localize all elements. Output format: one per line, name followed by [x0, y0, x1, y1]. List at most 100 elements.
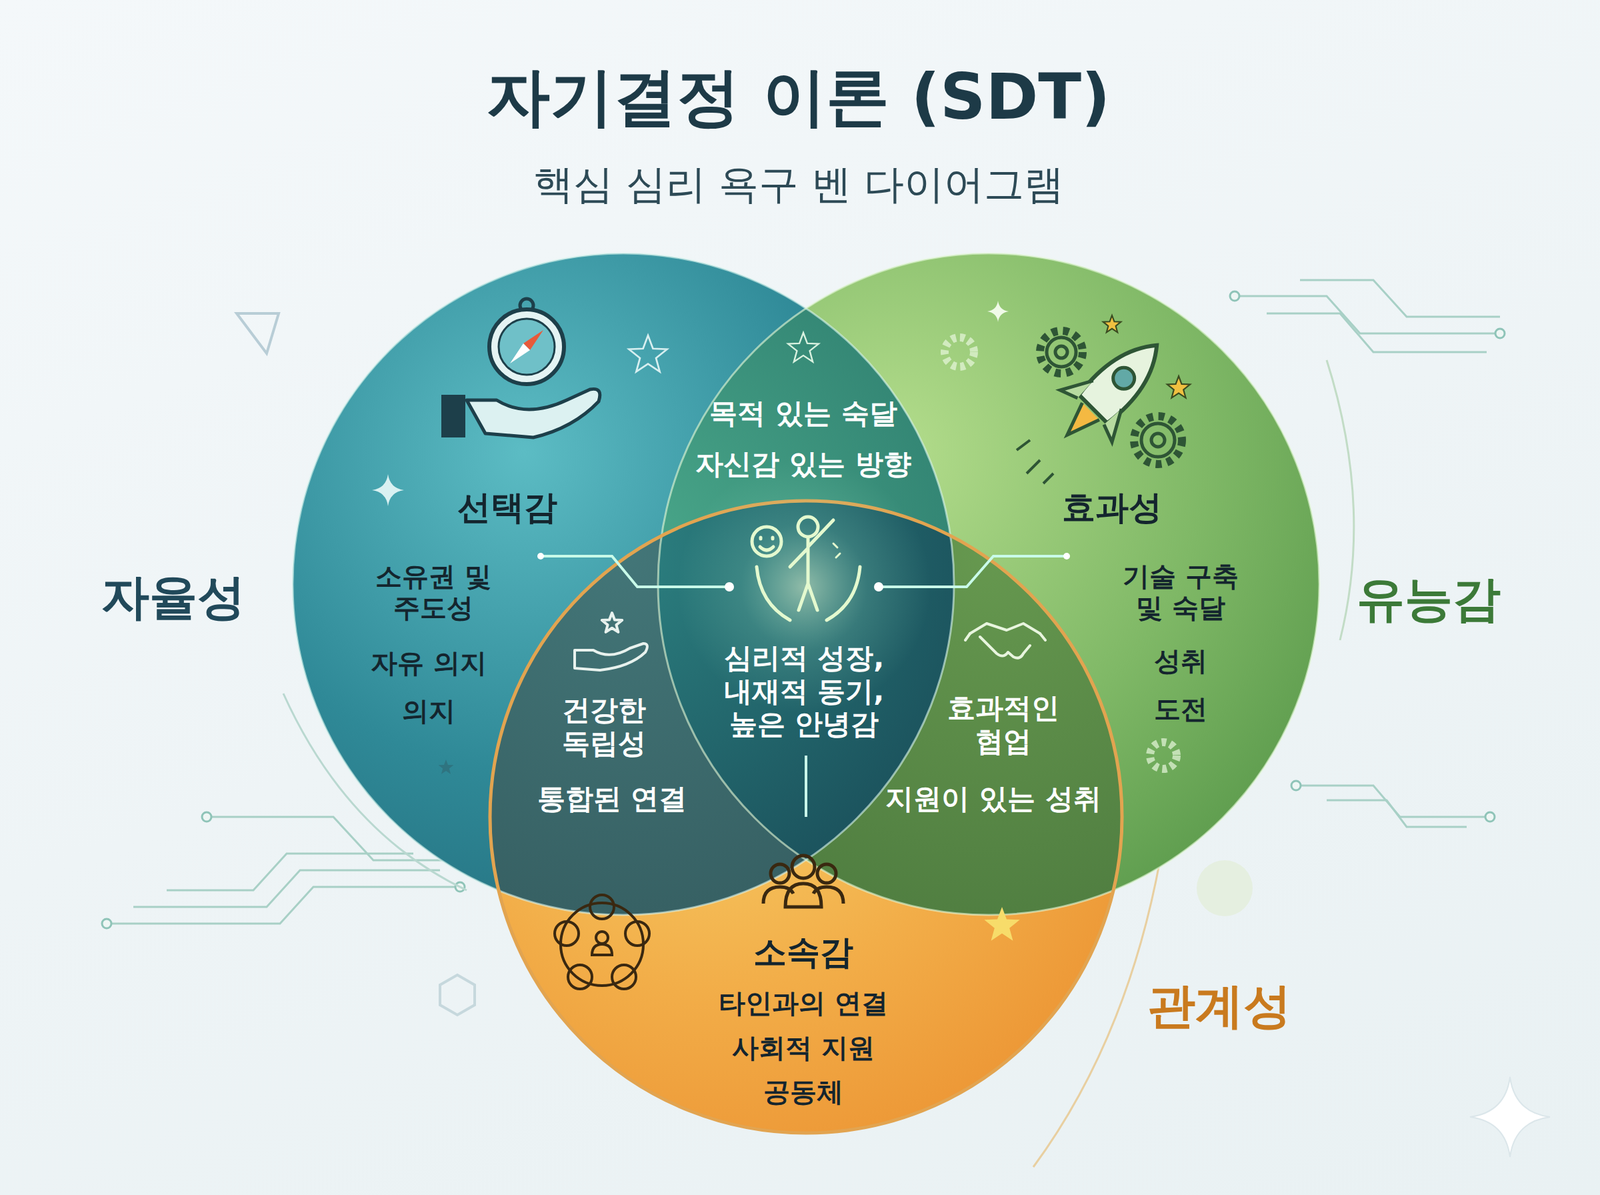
hand-star-icon [574, 612, 648, 670]
decor-path [970, 623, 1040, 634]
decor-use [372, 474, 404, 506]
decor-circle [1063, 552, 1070, 560]
decor-circle [625, 921, 650, 946]
decor-circle [537, 552, 544, 560]
decor-path [1016, 440, 1054, 484]
decor-path [133, 870, 440, 907]
decor-path [1078, 330, 1173, 425]
decor-use [1103, 315, 1122, 332]
stars [372, 300, 1190, 941]
node-text: 심리적 성장, 내재적 동기, 높은 안녕감 [720, 641, 888, 741]
decor-circle [292, 253, 954, 915]
node-text: 공동체 [763, 1076, 844, 1108]
decor-circle [102, 918, 112, 928]
decor-path [466, 388, 600, 438]
decor-circle [1485, 812, 1495, 822]
region-fill [292, 253, 954, 915]
soft-dot [1196, 860, 1253, 916]
handshake-icon [965, 623, 1046, 658]
decor-path [878, 556, 1067, 587]
decor-circle [944, 337, 974, 367]
decor-path [1266, 313, 1487, 352]
decor-path [1058, 402, 1100, 444]
decor-circle [1040, 330, 1083, 374]
node-text: 선택감 [457, 488, 558, 528]
sparkle-decor [1470, 1076, 1550, 1157]
decor-use [788, 332, 819, 362]
decor-circle [874, 582, 884, 592]
decor-path [965, 633, 1046, 640]
wire-dots [537, 552, 1070, 592]
node-text: 타인과의 연결 [718, 987, 888, 1019]
center-person-icon [752, 516, 860, 620]
decor-circle [1150, 742, 1177, 769]
decor-path [763, 883, 844, 907]
decor-path [166, 853, 414, 890]
decor-path [592, 944, 612, 955]
decor-use [438, 759, 454, 774]
node-text: 사회적 지원 [732, 1032, 875, 1064]
node-text: 효과성 [1062, 488, 1162, 528]
node-text: 소유권 및 주도성 [369, 560, 498, 624]
node-text: 목적 있는 숙달 [709, 396, 897, 430]
region-fill [292, 253, 954, 915]
decor-circle [1108, 363, 1139, 394]
decor-g [292, 253, 954, 915]
decor-path [1234, 296, 1500, 334]
decor-g [1016, 440, 1054, 484]
decor-g [292, 253, 954, 915]
decor-path [1326, 360, 1354, 640]
decor-circle [792, 855, 815, 878]
decor-circle [1495, 328, 1505, 338]
subtitle: 핵심 심리 욕구 벤 다이어그램 [533, 160, 1064, 208]
node-text: 자신감 있는 방향 [695, 447, 911, 481]
decor-path [1296, 785, 1490, 817]
compass-hand-icon [441, 298, 600, 438]
decor-circle [1141, 423, 1175, 457]
decor-g [1041, 319, 1183, 461]
decor-circle [1291, 780, 1301, 790]
node-text: 기술 구축 및 숙달 [1116, 560, 1245, 624]
rocket-icon [1016, 319, 1183, 484]
decor-use [628, 335, 667, 372]
decor-path [756, 566, 860, 620]
decor-path [804, 755, 808, 817]
decor-circle [568, 964, 592, 989]
decor-path [1326, 800, 1467, 827]
decor-path [980, 636, 1030, 658]
decor-circle [202, 812, 212, 822]
decor-path [574, 643, 648, 670]
decor-path [1300, 280, 1500, 317]
region-fill [292, 253, 954, 915]
node-text: 의지 [402, 695, 456, 727]
decor-circle [752, 526, 782, 556]
decor-circle [489, 309, 564, 384]
node-text: 건강한 독립성 [555, 693, 654, 760]
circle-fill [292, 253, 954, 915]
decor-circle [724, 582, 734, 592]
decor-circle [658, 253, 1320, 915]
decor-circle [498, 318, 555, 375]
decor-circle [1134, 416, 1182, 464]
decor-path [760, 537, 774, 550]
decor-circle [770, 864, 790, 883]
decor-circle [1230, 291, 1240, 301]
decor-use [1167, 376, 1190, 398]
decor-circle [1046, 337, 1076, 367]
decor-circle [1055, 346, 1068, 358]
node-text: 통합된 연결 [537, 782, 688, 816]
need-label: 유능감 [1356, 570, 1501, 628]
decor-path [833, 543, 840, 558]
decor-circle [596, 931, 608, 944]
node-text: 소속감 [753, 932, 854, 972]
decor-g [292, 253, 954, 915]
decor-path [106, 886, 460, 924]
decor-g [292, 253, 954, 915]
community-ring-icon [554, 894, 650, 989]
triangle-decor [236, 313, 279, 354]
decor-use [984, 906, 1020, 941]
decor-circle [798, 516, 818, 537]
title: 자기결정 이론 (SDT) [486, 59, 1110, 134]
decor-circle [554, 921, 579, 946]
people-icon [763, 855, 844, 907]
